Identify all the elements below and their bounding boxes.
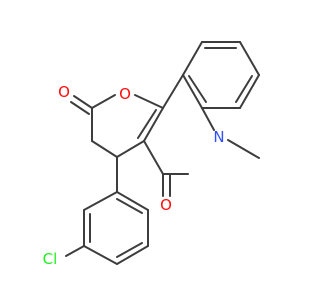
bond <box>239 41 260 76</box>
bond <box>91 140 118 158</box>
atom-n-amide: N <box>213 128 224 146</box>
bond <box>83 245 118 265</box>
bond <box>188 75 207 103</box>
atom-cl: Cl <box>43 250 58 268</box>
bond <box>162 74 184 109</box>
bond <box>116 242 143 258</box>
bond <box>65 245 85 257</box>
bond <box>201 107 215 131</box>
bond <box>182 41 203 76</box>
bond <box>91 94 116 109</box>
bond <box>116 191 149 211</box>
bond <box>235 75 253 103</box>
bond <box>116 198 143 214</box>
pyridone-ring <box>137 74 215 175</box>
bond <box>239 74 260 109</box>
bond <box>73 95 93 109</box>
bond <box>70 101 90 115</box>
pyranone-ring <box>70 94 164 158</box>
bond <box>227 139 260 159</box>
atom-o-carbonyl-amide: O <box>160 196 172 214</box>
bond <box>182 74 203 109</box>
bond <box>83 191 118 211</box>
atom-o-carbonyl-lactone: O <box>58 83 70 101</box>
benzo-ring <box>182 41 260 109</box>
chlorophenyl-ring <box>65 156 149 265</box>
atom-o-ring: O <box>119 85 131 103</box>
bond <box>116 245 149 265</box>
bond <box>134 94 164 109</box>
amide-group <box>162 139 260 197</box>
bond <box>116 140 145 158</box>
bond <box>137 109 157 139</box>
bond <box>143 140 164 175</box>
molecule-structure: O O O N Cl <box>43 41 260 268</box>
bond <box>143 107 164 142</box>
